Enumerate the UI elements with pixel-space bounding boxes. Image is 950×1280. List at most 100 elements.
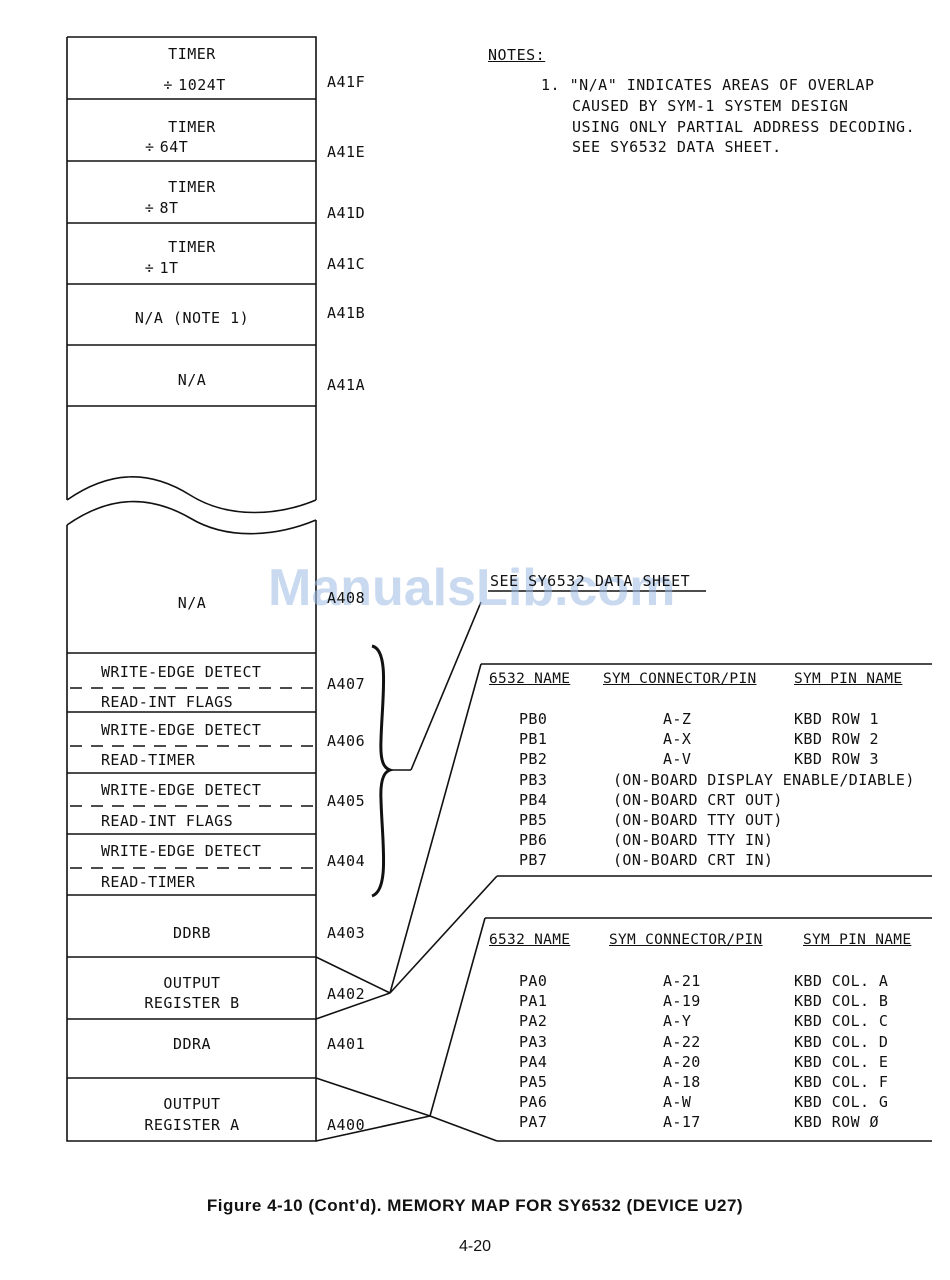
connector-pin-cell: (ON-BOARD CRT OUT) (613, 790, 783, 809)
connector-pin-cell: A-18 (663, 1073, 701, 1091)
connector-pin-cell: A-W (663, 1093, 692, 1112)
connector-pin-cell: A-20 (663, 1052, 701, 1071)
address-A41C: A41C (327, 255, 366, 273)
port-name-cell: PA6 (519, 1093, 548, 1112)
divide-icon: ÷ (144, 259, 155, 277)
address-A41A: A41A (327, 376, 366, 394)
connector-pin-cell: (ON-BOARD DISPLAY ENABLE/DIABLE) (613, 770, 915, 789)
orb-line1: OUTPUT (163, 974, 221, 992)
connector-pin-cell: (ON-BOARD CRT IN) (613, 851, 774, 870)
port-name-cell: PA1 (519, 992, 548, 1011)
timer-divisor-1024: ÷1024T (68, 76, 316, 94)
ora-line1: OUTPUT (163, 1095, 221, 1113)
column-header: SYM CONNECTOR/PIN (603, 671, 757, 687)
connector-pin-cell: A-V (663, 750, 692, 769)
address-A406: A406 (327, 732, 366, 750)
column-header: 6532 NAME (489, 671, 571, 687)
port-name-cell: PA4 (519, 1052, 548, 1071)
write-edge-detect-A406: WRITE-EDGE DETECT (101, 721, 262, 739)
timer-divisor-8: ÷8T (35, 199, 283, 217)
pin-name-cell: KBD COL. B (794, 992, 889, 1011)
read-timer-A404: READ-TIMER (101, 873, 196, 891)
column-header: SYM PIN NAME (794, 671, 903, 687)
note-1-line-2: CAUSED BY SYM-1 SYSTEM DESIGN (572, 97, 849, 115)
address-A407: A407 (327, 675, 366, 693)
address-A401: A401 (327, 1035, 366, 1053)
timer-divisor-1: ÷1T (35, 259, 283, 277)
connector-pin-cell: A-Y (663, 1012, 692, 1031)
na-lower-label: N/A (177, 594, 207, 612)
break-line-bottom (66, 500, 317, 535)
address-A405: A405 (327, 792, 366, 810)
connector-pin-cell: (ON-BOARD TTY IN) (613, 831, 774, 850)
pin-name-cell: KBD COL. E (794, 1052, 889, 1071)
watermark: ManualsLib.com (268, 559, 676, 617)
pin-name-cell: KBD COL. C (794, 1012, 889, 1031)
port-name-cell: PB6 (519, 831, 548, 850)
port-name-cell: PA5 (519, 1073, 548, 1091)
port-name-cell: PB0 (519, 710, 548, 728)
address-A402: A402 (327, 985, 366, 1003)
na-label: N/A (177, 371, 207, 389)
column-header: 6532 NAME (489, 932, 571, 948)
orb-line2: REGISTER B (144, 994, 240, 1012)
pin-name-cell: KBD ROW 1 (794, 710, 879, 728)
port-name-cell: PB1 (519, 730, 548, 749)
pin-name-cell: KBD ROW 2 (794, 730, 879, 749)
port-name-cell: PB4 (519, 790, 548, 809)
address-A403: A403 (327, 924, 366, 942)
divide-icon: ÷ (144, 138, 155, 156)
read-int-flags-A407: READ-INT FLAGS (101, 693, 234, 711)
address-A41E: A41E (327, 143, 366, 161)
note-1-line-1: 1. "N/A" INDICATES AREAS OF OVERLAP (541, 76, 875, 94)
notes-heading: NOTES: (488, 46, 546, 64)
timer-label: TIMER (168, 45, 216, 63)
write-edge-detect-A404: WRITE-EDGE DETECT (101, 842, 262, 860)
port-name-cell: PA3 (519, 1032, 548, 1051)
write-edge-detect-A407: WRITE-EDGE DETECT (101, 663, 262, 681)
break-line-top (66, 476, 317, 514)
connector-pin-cell: A-17 (663, 1113, 701, 1132)
address-A41F: A41F (327, 73, 366, 91)
ddrb-label: DDRB (172, 924, 212, 942)
port-name-cell: PA0 (519, 972, 548, 990)
divide-icon: ÷ (144, 199, 155, 217)
connector-pin-cell: A-X (663, 730, 692, 749)
figure-caption: Figure 4-10 (Cont'd). MEMORY MAP FOR SY6… (206, 1196, 744, 1215)
connector-pin-cell: A-19 (663, 992, 701, 1011)
ora-line2: REGISTER A (144, 1116, 240, 1134)
divide-icon: ÷ (163, 76, 173, 94)
connector-pin-cell: A-Z (663, 710, 692, 728)
address-A41B: A41B (327, 304, 366, 322)
pin-name-cell: KBD COL. A (794, 972, 889, 990)
page-number: 4-20 (458, 1238, 492, 1255)
timer-label: TIMER (168, 118, 216, 136)
address-A408: A408 (327, 589, 366, 607)
brace-leader (410, 601, 482, 771)
write-edge-detect-A405: WRITE-EDGE DETECT (101, 781, 262, 799)
timer-divisor-64: ÷64T (40, 138, 288, 156)
address-A404: A404 (327, 852, 366, 870)
note-1-line-4: SEE SY6532 DATA SHEET. (572, 138, 782, 156)
port-name-cell: PB3 (519, 770, 548, 789)
curly-brace (371, 644, 395, 898)
pin-name-cell: KBD COL. G (794, 1093, 889, 1112)
port-name-cell: PB2 (519, 750, 548, 769)
lower-column (66, 520, 317, 1142)
address-A400: A400 (327, 1116, 366, 1134)
timer-label: TIMER (168, 178, 216, 196)
column-header: SYM CONNECTOR/PIN (609, 932, 763, 948)
see-data-sheet-label: SEE SY6532 DATA SHEET (490, 572, 691, 590)
connector-pin-cell: A-21 (663, 972, 701, 990)
port-name-cell: PA2 (519, 1012, 548, 1031)
port-name-cell: PA7 (519, 1113, 548, 1132)
ddra-label: DDRA (172, 1035, 212, 1053)
read-timer-A406: READ-TIMER (101, 751, 196, 769)
column-header: SYM PIN NAME (803, 932, 912, 948)
connector-pin-cell: (ON-BOARD TTY OUT) (613, 811, 783, 829)
timer-label: TIMER (168, 238, 216, 256)
address-A41D: A41D (327, 204, 366, 222)
pin-name-cell: KBD ROW 3 (794, 750, 879, 769)
